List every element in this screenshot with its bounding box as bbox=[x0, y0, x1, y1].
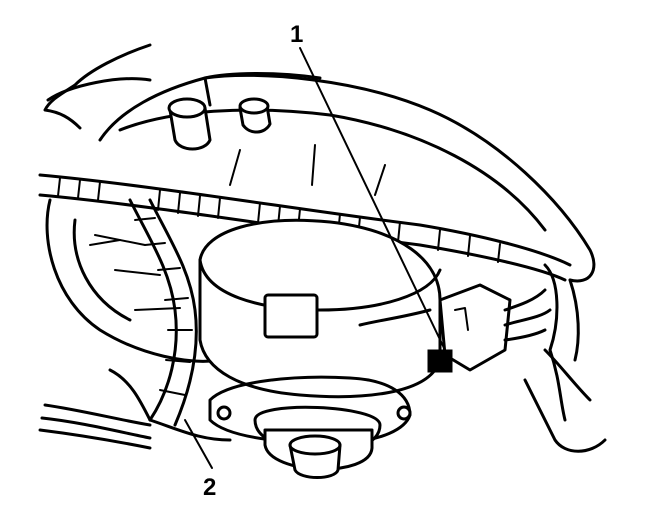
callout-2-leader bbox=[184, 419, 213, 469]
callout-1-label: 1 bbox=[290, 21, 303, 48]
motor-label-plate bbox=[263, 293, 319, 339]
fan-wheel bbox=[45, 198, 222, 363]
housing-bracket bbox=[523, 263, 607, 453]
mounting-stud-left bbox=[167, 97, 212, 151]
callout-2-label: 2 bbox=[203, 474, 216, 501]
motor-mount-screw-left bbox=[216, 405, 232, 421]
motor-mount-screw-right bbox=[396, 405, 412, 421]
blower-motor bbox=[198, 218, 442, 479]
mounting-stud-right bbox=[238, 97, 272, 134]
electrical-connector bbox=[427, 283, 552, 373]
callout-1: 1 bbox=[290, 21, 446, 351]
wire-harness bbox=[38, 198, 232, 450]
callout-1-leader bbox=[299, 47, 446, 351]
callout-2: 2 bbox=[184, 419, 216, 501]
